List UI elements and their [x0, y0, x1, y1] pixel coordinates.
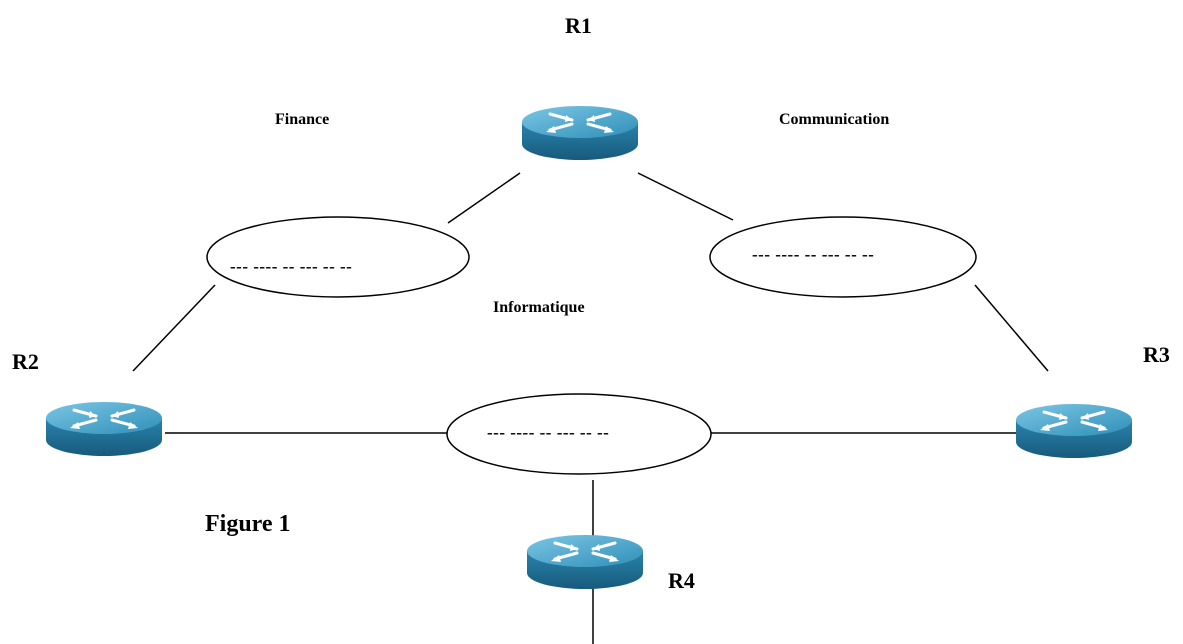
router-r4-icon	[525, 533, 645, 591]
segment-informatique-label: Informatique	[493, 299, 585, 316]
segment-communication-address: --- ---- -- --- -- --	[752, 245, 875, 264]
router-r2-icon	[44, 400, 164, 458]
figure-caption: Figure 1	[205, 511, 291, 537]
link-r1-finance	[447, 172, 521, 224]
router-r2-label: R2	[12, 349, 39, 374]
router-r3-label: R3	[1143, 342, 1170, 367]
link-communication-r3	[974, 284, 1049, 372]
segment-informatique-address: --- ---- -- --- -- --	[487, 423, 610, 442]
segment-finance-address: --- ---- -- --- -- --	[230, 257, 353, 276]
router-r3-icon	[1014, 402, 1134, 460]
link-r1-communication	[637, 172, 734, 221]
link-finance-r2	[132, 284, 216, 372]
router-r1-icon	[520, 104, 640, 162]
informatique-network-ellipse	[446, 393, 712, 475]
router-r4-label: R4	[668, 568, 695, 593]
finance-network-ellipse	[206, 216, 470, 298]
segment-finance-label: Finance	[275, 111, 330, 128]
communication-network-ellipse	[709, 216, 977, 298]
router-r1-label: R1	[565, 13, 592, 38]
segment-communication-label: Communication	[779, 111, 890, 128]
